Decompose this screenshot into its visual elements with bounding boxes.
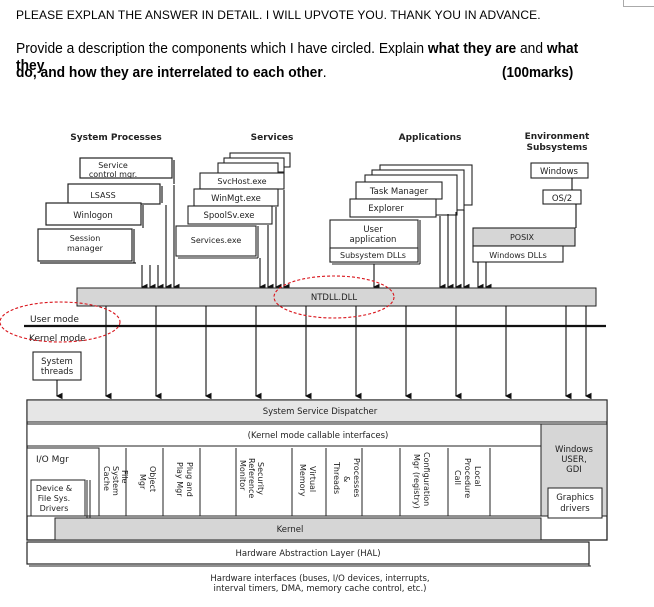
explorer-box bbox=[349, 198, 437, 218]
system-threads-label-1: System bbox=[41, 357, 73, 367]
virtual-memory-label-1: Virtual bbox=[308, 466, 317, 492]
processes-label-2: & bbox=[342, 476, 351, 482]
circle-ntdll bbox=[273, 275, 395, 319]
marks-label: (100marks) bbox=[502, 64, 574, 81]
subsystem-dlls-box bbox=[329, 247, 419, 263]
object-mgr-label-1: Object bbox=[148, 466, 157, 492]
kernel-callable-label: (Kernel mode callable interfaces) bbox=[248, 431, 389, 441]
col-environment: Environment bbox=[525, 132, 590, 142]
hal-label: Hardware Abstraction Layer (HAL) bbox=[235, 549, 380, 559]
file-cache-label-3: Cache bbox=[102, 466, 111, 491]
windows-env-box bbox=[530, 162, 589, 179]
posix-label: POSIX bbox=[510, 233, 535, 242]
spoolsv-label: SpoolSv.exe bbox=[203, 211, 254, 221]
lpc-label-3: Call bbox=[453, 470, 462, 485]
config-label-2: Mgr (registry) bbox=[412, 454, 421, 509]
col-system-processes: System Processes bbox=[70, 133, 161, 143]
winmgt-label: WinMgt.exe bbox=[211, 194, 261, 204]
circle-user-kernel-mode bbox=[0, 301, 121, 343]
dispatcher-bar bbox=[26, 399, 608, 423]
col-subsystems: Subsystems bbox=[526, 143, 587, 153]
subsystem-dlls-label: Subsystem DLLs bbox=[340, 251, 406, 260]
os2-box bbox=[542, 189, 582, 205]
windows-dlls-box bbox=[472, 245, 564, 263]
session-label-1: Session bbox=[70, 234, 101, 243]
graphics-drivers-box bbox=[547, 487, 603, 519]
spoolsv-box bbox=[187, 205, 273, 225]
security-label-3: Monitor bbox=[238, 460, 247, 491]
winlogon-label: Winlogon bbox=[73, 211, 113, 221]
lpc-label-1: Local bbox=[473, 466, 482, 487]
service-control-label-1: Service bbox=[98, 161, 128, 170]
ntdll-label: NTDLL.DLL bbox=[311, 293, 358, 303]
svchost-label: SvcHost.exe bbox=[217, 177, 266, 186]
device-label-1: Device & bbox=[36, 484, 72, 493]
windows-dlls-label: Windows DLLs bbox=[489, 251, 547, 260]
device-label-2: File Sys. bbox=[38, 494, 70, 503]
dispatcher-label: System Service Dispatcher bbox=[263, 407, 378, 417]
session-manager-box bbox=[37, 228, 133, 262]
col-applications: Applications bbox=[399, 133, 462, 143]
object-mgr-label-2: Mgr bbox=[138, 474, 147, 490]
ntdll-bar bbox=[76, 287, 597, 307]
header-note: PLEASE EXPLAN THE ANSWER IN DETAIL. I WI… bbox=[16, 8, 541, 22]
security-label-1: Security bbox=[256, 462, 265, 495]
hardware-label-1: Hardware interfaces (buses, I/O devices,… bbox=[210, 574, 429, 584]
pnp-label-2: Play Mgr bbox=[175, 462, 184, 497]
lsass-label: LSASS bbox=[90, 191, 115, 200]
pnp-label-1: Plug and bbox=[185, 462, 194, 497]
explorer-label: Explorer bbox=[368, 204, 404, 214]
kernel-bar bbox=[54, 517, 542, 541]
col-services: Services bbox=[251, 133, 294, 143]
question-text: Provide a description the components whi… bbox=[16, 40, 428, 57]
question-emphasis: what they are bbox=[427, 40, 517, 57]
services-exe-label: Services.exe bbox=[191, 236, 242, 245]
window-corner bbox=[623, 0, 654, 7]
graphics-label-2: drivers bbox=[560, 504, 590, 514]
user-app-label-1: User bbox=[363, 225, 383, 235]
os2-label: OS/2 bbox=[552, 194, 572, 204]
question-emphasis: do, and how they are interrelated to eac… bbox=[16, 64, 323, 81]
file-cache-label-1: File bbox=[120, 470, 129, 483]
io-mgr-label: I/O Mgr bbox=[36, 455, 69, 465]
windows-env-label: Windows bbox=[540, 167, 579, 177]
question-line-2: do, and how they are interrelated to eac… bbox=[16, 64, 327, 81]
virtual-memory-label-2: Memory bbox=[298, 464, 307, 497]
processes-label-3: Threads bbox=[332, 461, 341, 494]
lpc-label-2: Procedure bbox=[463, 458, 472, 498]
service-control-box bbox=[79, 157, 173, 179]
task-manager-label: Task Manager bbox=[369, 187, 429, 197]
question-text: . bbox=[322, 64, 327, 81]
question-emphasis: what they bbox=[16, 40, 579, 74]
winlogon-box bbox=[45, 202, 142, 226]
kernel-label: Kernel bbox=[277, 525, 304, 535]
hardware-label-2: interval timers, DMA, memory cache contr… bbox=[214, 584, 427, 594]
session-label-2: manager bbox=[67, 244, 104, 253]
processes-label-1: Processes bbox=[352, 458, 361, 497]
config-label-1: Configuration bbox=[422, 452, 431, 506]
wingdi-label-1: Windows bbox=[555, 445, 594, 455]
question-line-1: Provide a description the components whi… bbox=[16, 40, 603, 74]
system-threads-label-2: threads bbox=[41, 367, 74, 377]
kernel-mode-label: Kernel mode bbox=[29, 334, 86, 344]
services-exe-box bbox=[175, 225, 257, 257]
file-cache-label-2: System bbox=[111, 466, 120, 496]
device-label-3: Drivers bbox=[40, 504, 69, 513]
graphics-label-1: Graphics bbox=[556, 493, 594, 503]
wingdi-label-3: GDI bbox=[566, 465, 582, 475]
user-app-label-2: application bbox=[350, 235, 397, 245]
executive-block bbox=[26, 399, 608, 541]
security-label-2: Reference bbox=[247, 458, 256, 498]
user-mode-label: User mode bbox=[30, 315, 79, 325]
wingdi-label-2: USER, bbox=[561, 455, 587, 465]
service-control-label-2: control mgr. bbox=[89, 170, 137, 179]
question-text: and bbox=[516, 40, 547, 57]
